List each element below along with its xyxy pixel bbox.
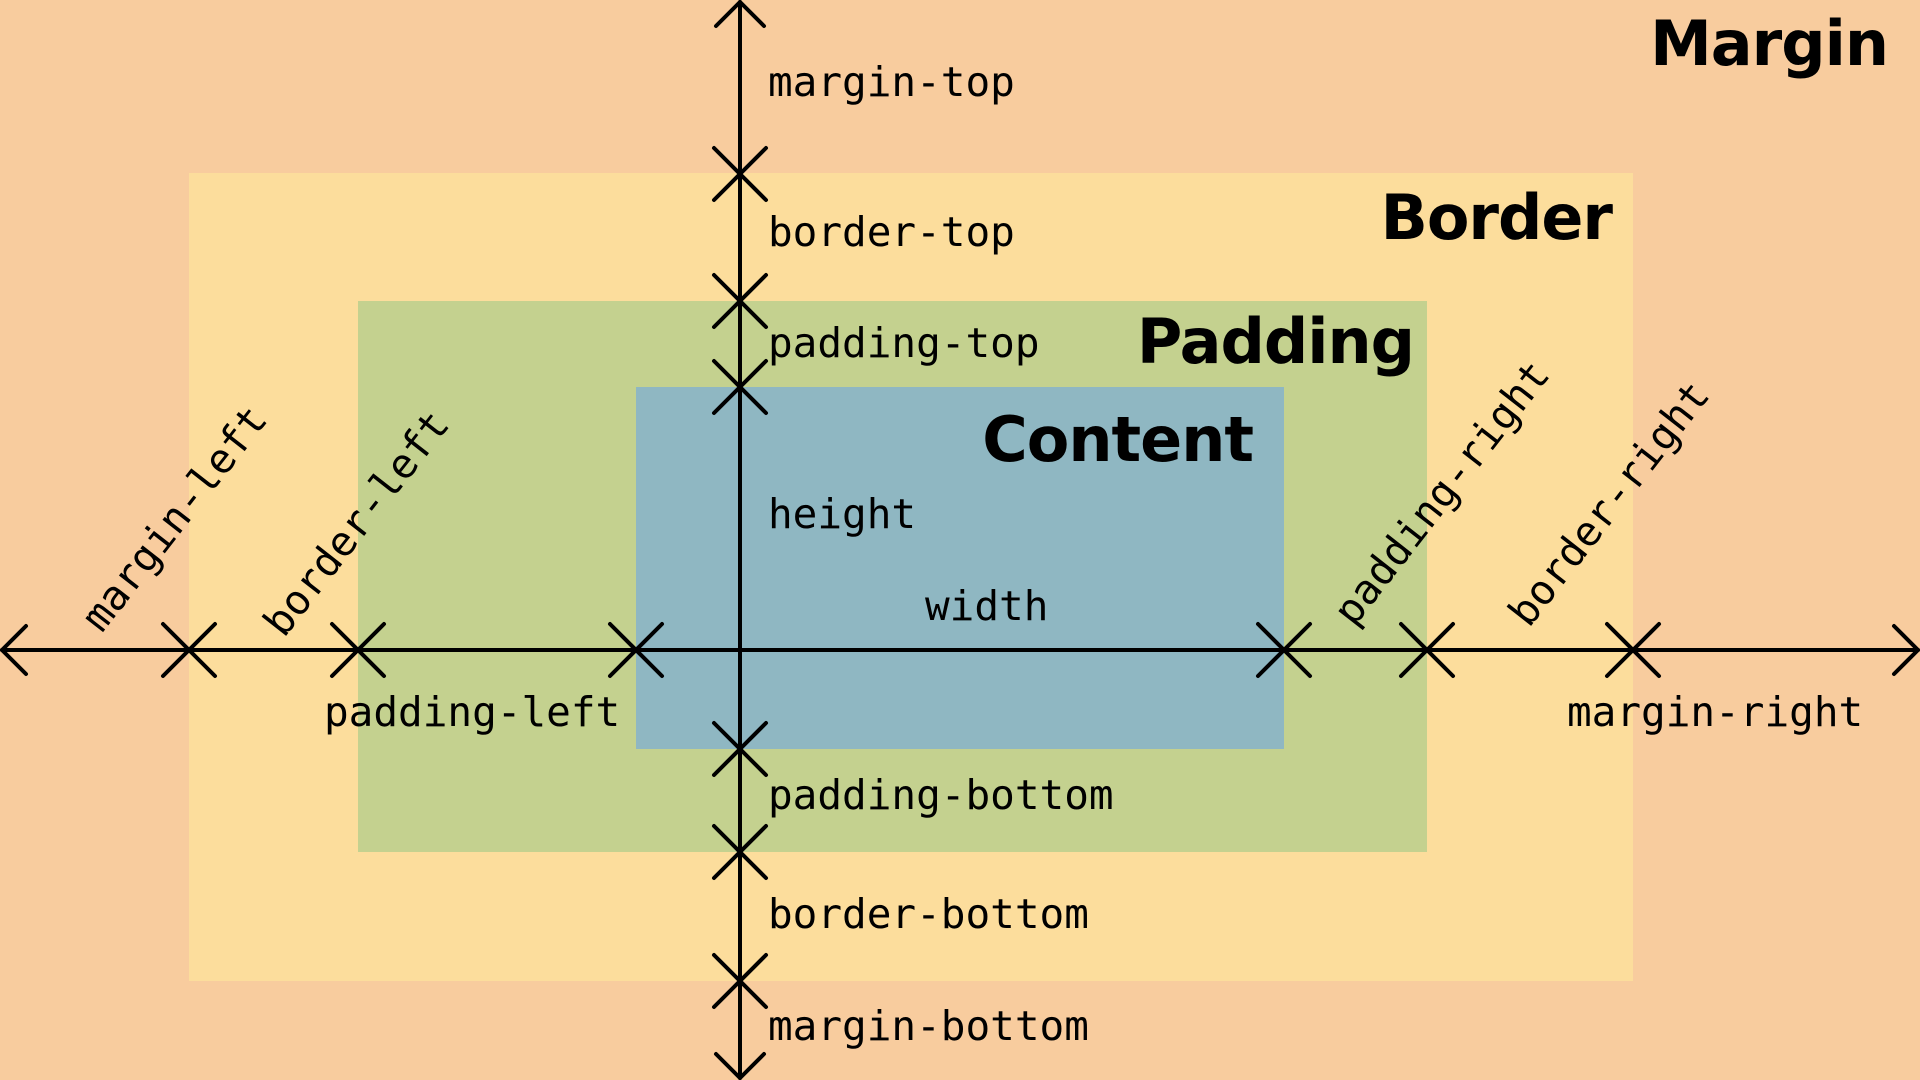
arrow-down-icon <box>714 1052 766 1080</box>
padding-left-label: padding-left <box>324 688 621 736</box>
padding-title: Padding <box>1136 305 1415 378</box>
border-title: Border <box>1380 181 1613 254</box>
border-bottom-label: border-bottom <box>768 890 1089 938</box>
content-title: Content <box>982 403 1254 476</box>
arrow-left-icon <box>0 624 28 676</box>
vertical-tick-marks <box>712 146 768 1009</box>
arrow-up-icon <box>714 0 766 28</box>
padding-top-label: padding-top <box>768 319 1040 367</box>
margin-top-label: margin-top <box>768 58 1015 106</box>
margin-right-label: margin-right <box>1567 688 1864 736</box>
arrow-right-icon <box>1892 624 1920 676</box>
width-label: width <box>925 582 1049 630</box>
padding-bottom-label: padding-bottom <box>768 771 1114 819</box>
margin-title: Margin <box>1650 7 1889 80</box>
height-label: height <box>768 490 917 538</box>
border-top-label: border-top <box>768 208 1015 256</box>
horizontal-tick-marks <box>161 622 1661 678</box>
margin-bottom-label: margin-bottom <box>768 1002 1089 1050</box>
content-box <box>636 387 1284 749</box>
